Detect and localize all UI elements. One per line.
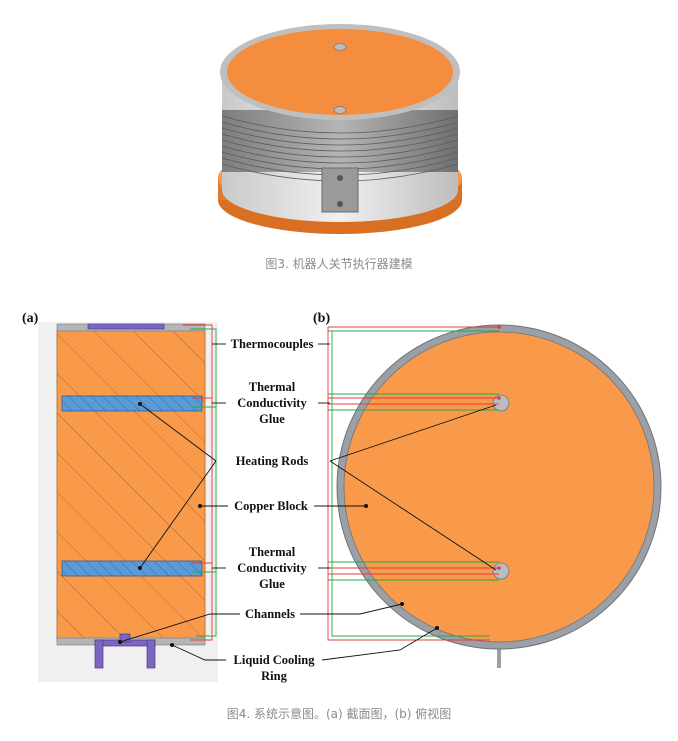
- copper-hatching: [57, 330, 205, 640]
- label-glue-top-3: Glue: [259, 412, 285, 426]
- connector-screw-bottom: [337, 201, 343, 207]
- label-cooling-ring-1: Liquid Cooling: [234, 653, 316, 667]
- figure-4: (a) (b): [0, 300, 678, 700]
- top-view-wires: [327, 326, 499, 641]
- leader-dots: [118, 402, 439, 647]
- figure-3-caption: 图3. 机器人关节执行器建模: [265, 257, 413, 271]
- actuator-3d-render: [218, 24, 462, 234]
- copper-disc: [343, 331, 655, 643]
- label-channels: Channels: [245, 607, 295, 621]
- label-glue-top-1: Thermal: [249, 380, 296, 394]
- label-cooling-ring-2: Ring: [261, 669, 287, 683]
- top-plate: [227, 29, 453, 115]
- label-glue-top-2: Conductivity: [237, 396, 307, 410]
- panel-a-tag: (a): [22, 311, 39, 326]
- heating-rod-top-hatch: [62, 396, 202, 411]
- top-view-wire-ends: [497, 325, 501, 570]
- panel-b-tag: (b): [313, 311, 330, 326]
- figure-4-caption: 图4. 系统示意图。(a) 截面图，(b) 俯视图: [226, 707, 452, 721]
- leader-lines: [119, 343, 497, 661]
- connector-screw-top: [337, 175, 343, 181]
- top-view: [327, 324, 662, 668]
- top-hole-1: [333, 43, 347, 51]
- label-glue-bottom-2: Conductivity: [237, 561, 307, 575]
- rod-hole-bottom: [492, 562, 510, 580]
- label-thermocouples: Thermocouples: [231, 337, 314, 351]
- heating-rod-bottom-hatch: [62, 561, 202, 576]
- schematic-diagram: (a) (b): [22, 311, 662, 683]
- label-glue-bottom-3: Glue: [259, 577, 285, 591]
- top-hole-2: [333, 106, 347, 114]
- section-wires: [183, 324, 217, 641]
- label-glue-bottom-1: Thermal: [249, 545, 296, 559]
- rod-hole-top: [492, 394, 510, 412]
- cross-section-view: [38, 322, 218, 682]
- top-channel: [87, 323, 165, 330]
- cooling-fittings: [94, 633, 156, 669]
- label-heating-rods: Heating Rods: [236, 454, 309, 468]
- figure-3: [0, 0, 678, 250]
- label-copper-block: Copper Block: [234, 499, 308, 513]
